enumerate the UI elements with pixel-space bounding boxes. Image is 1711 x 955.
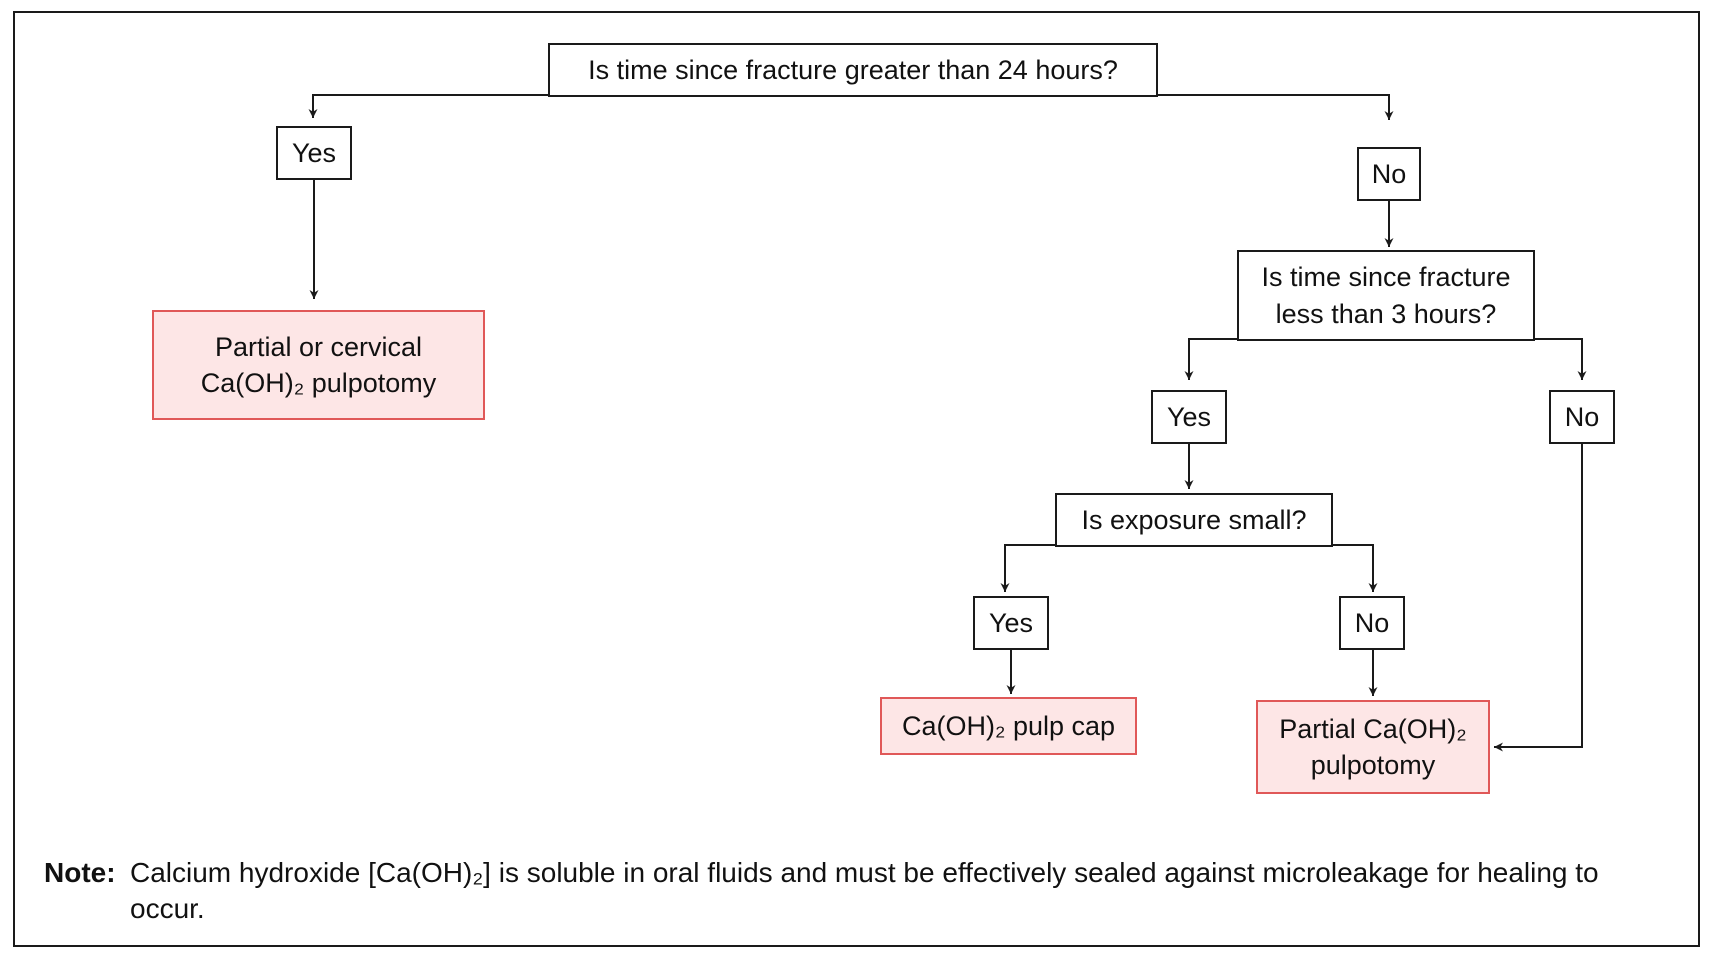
q3-yes-box: Yes (973, 596, 1049, 650)
q3-no-box: No (1339, 596, 1405, 650)
question2-line-1: Is time since fracture (1261, 262, 1511, 293)
left-yes-box: Yes (276, 126, 352, 180)
q3-yes-label: Yes (988, 607, 1034, 638)
question-exposure-small-box: Is exposure small? (1055, 493, 1333, 547)
connector-q3-to-no (1331, 544, 1378, 592)
outcome-partial-or-cervical-pulpotomy: Partial or cervical Ca(OH)₂ pulpotomy (152, 310, 485, 420)
outcome-line-2: Ca(OH)₂ pulpotomy (200, 368, 437, 398)
connector-q2-to-no (1533, 338, 1587, 380)
question2-line-2: less than 3 hours? (1275, 298, 1497, 329)
connector-root-to-no (1158, 94, 1394, 120)
outcome-pulp-cap: Ca(OH)₂ pulp cap (880, 697, 1137, 755)
q2-yes-box: Yes (1151, 390, 1227, 444)
outcome-partial-line-2: pulpotomy (1310, 750, 1436, 780)
root-question-text: Is time since fracture greater than 24 h… (588, 54, 1118, 85)
connector-q2-to-yes (1184, 338, 1239, 380)
q2-no-box: No (1549, 390, 1615, 444)
outcome-partial-line-1: Partial Ca(OH)₂ (1279, 713, 1467, 744)
connector-right-no-to-pulpotomy (1494, 443, 1583, 752)
question3-text: Is exposure small? (1081, 504, 1307, 535)
note-text: Calcium hydroxide [Ca(OH)₂] is soluble i… (130, 857, 1599, 924)
q2-yes-label: Yes (1166, 401, 1212, 432)
left-yes-label: Yes (291, 137, 337, 168)
right-no-label: No (1371, 158, 1407, 189)
q3-no-label: No (1354, 607, 1390, 638)
outcome-pulp-cap-text: Ca(OH)₂ pulp cap (901, 710, 1116, 741)
note-label: Note: (44, 857, 116, 888)
connector-q3-to-yes (1000, 544, 1057, 592)
right-no-box: No (1357, 147, 1421, 201)
outcome-line-1: Partial or cervical (214, 331, 423, 362)
root-question-box: Is time since fracture greater than 24 h… (548, 43, 1158, 97)
question-less-than-3-hours-box: Is time since fracture less than 3 hours… (1237, 250, 1535, 341)
q2-no-label: No (1564, 401, 1600, 432)
connector-root-to-yes (308, 94, 550, 118)
outcome-partial-pulpotomy: Partial Ca(OH)₂ pulpotomy (1256, 700, 1490, 794)
figure-frame (13, 11, 1700, 947)
